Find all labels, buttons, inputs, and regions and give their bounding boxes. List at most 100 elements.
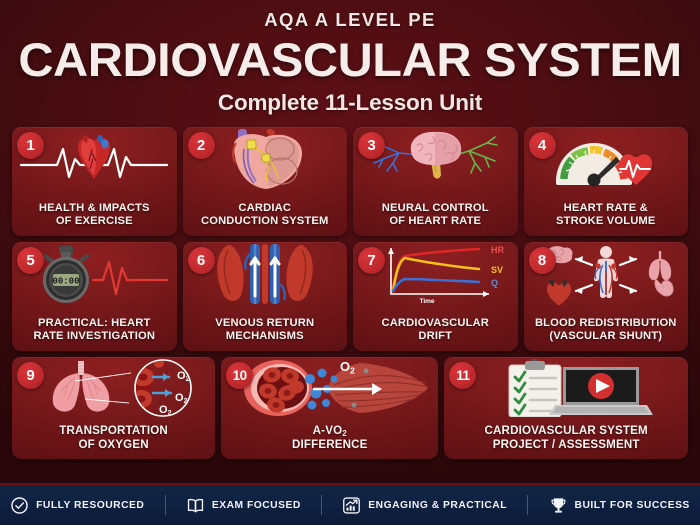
label-line-2: DIFFERENCE	[291, 437, 368, 451]
laptop-icon	[549, 366, 654, 415]
footer-bar: FULLY RESOURCED EXAM FOCUSED	[0, 483, 700, 525]
lesson-card-label: HEART RATE & STROKE VOLUME	[527, 202, 686, 228]
lesson-card-label: CARDIOVASCULAR SYSTEM PROJECT / ASSESSME…	[447, 424, 685, 451]
lesson-row-2: 5 00:00	[12, 241, 689, 351]
lesson-grid: 1	[0, 116, 700, 459]
label-line-2: STROKE VOLUME	[555, 215, 656, 228]
lesson-card-7[interactable]: 7 HR SV Q Time	[353, 241, 518, 351]
label-line-1: VENOUS RETURN	[215, 317, 315, 330]
clipboard-icon	[508, 358, 562, 417]
line-chart-icon: HR SV Q Time	[353, 245, 518, 305]
page-title: CARDIOVASCULAR SYSTEM	[18, 32, 682, 86]
muscle-pump-veins-icon	[183, 243, 348, 305]
lesson-number-badge: 11	[449, 361, 477, 389]
label-line-2: (VASCULAR SHUNT)	[549, 330, 663, 343]
lesson-card-label: PRACTICAL: HEART RATE INVESTIGATION	[15, 317, 174, 343]
label-line-1: CARDIOVASCULAR	[381, 317, 490, 330]
lesson-number-badge: 6	[187, 246, 215, 274]
lesson-card-3[interactable]: 3	[353, 126, 518, 236]
label-line-1: A-VO	[312, 424, 343, 438]
label-line-2: OF HEART RATE	[389, 215, 482, 228]
brain-nerves-icon	[353, 130, 518, 190]
lesson-number-badge: 7	[358, 246, 385, 274]
footer-divider	[321, 495, 323, 515]
label-line-1: BLOOD REDISTRIBUTION	[534, 317, 677, 330]
heart-organ	[546, 279, 571, 305]
lesson-number-badge: 3	[358, 131, 385, 159]
lesson-number-badge: 4	[528, 131, 556, 159]
footer-item-exam-focused[interactable]: EXAM FOCUSED	[186, 496, 301, 515]
lesson-number-badge: 9	[17, 361, 44, 389]
legend-q: Q	[491, 278, 498, 288]
footer-divider	[527, 495, 529, 515]
footer-item-built-for-success[interactable]: BUILT FOR SUCCESS	[549, 496, 690, 515]
label-line-1: TRANSPORTATION	[59, 424, 168, 438]
footer-item-label: ENGAGING & PRACTICAL	[368, 499, 508, 511]
label-line-2: RATE INVESTIGATION	[33, 330, 156, 343]
label-line-2: DRIFT	[418, 330, 453, 343]
lungs-organ	[648, 250, 671, 280]
lesson-card-4[interactable]: 4	[523, 126, 689, 236]
clipboard-laptop-icon	[444, 358, 688, 417]
lesson-card-label: BLOOD REDISTRIBUTION (VASCULAR SHUNT)	[527, 317, 686, 343]
stopwatch-ecg-icon: 00:00	[12, 245, 177, 305]
label-line-2: CONDUCTION SYSTEM	[201, 215, 329, 228]
stopwatch-display: 00:00	[53, 276, 80, 286]
lesson-card-label: VENOUS RETURN MECHANISMS	[186, 317, 345, 343]
footer-item-fully-resourced[interactable]: FULLY RESOURCED	[10, 496, 144, 515]
lesson-card-2[interactable]: 2	[182, 126, 348, 236]
lesson-number-badge: 5	[17, 246, 44, 274]
lungs-oxygen-icon: O2 O2 O2	[12, 358, 215, 417]
body-shunt-icon	[524, 245, 689, 305]
lesson-card-label: NEURAL CONTROL OF HEART RATE	[356, 202, 515, 228]
lesson-card-label: HEALTH & IMPACTS OF EXERCISE	[15, 202, 174, 228]
lesson-card-label: TRANSPORTATION OF OXYGEN	[15, 424, 212, 451]
label-line-2: MECHANISMS	[225, 330, 304, 343]
label-line-1: NEURAL CONTROL	[381, 202, 489, 215]
lesson-row-1: 1	[12, 126, 689, 236]
lesson-card-10[interactable]: 10	[221, 356, 439, 459]
label-line-1: CARDIOVASCULAR SYSTEM	[484, 424, 648, 438]
legend-hr: HR	[491, 245, 504, 255]
label-line-2: OF EXERCISE	[55, 215, 133, 228]
lesson-card-label: CARDIOVASCULAR DRIFT	[356, 317, 515, 343]
footer-divider	[164, 495, 166, 515]
label-line-2: OF OXYGEN	[78, 437, 149, 451]
label-subscript: 2	[342, 429, 347, 439]
lesson-card-8[interactable]: 8	[523, 241, 689, 351]
lesson-card-1[interactable]: 1	[12, 126, 177, 236]
label-line-2: PROJECT / ASSESSMENT	[492, 437, 640, 451]
lesson-card-9[interactable]: 9	[12, 356, 216, 459]
label-line-1: HEART RATE &	[563, 202, 648, 215]
label-line-1: PRACTICAL: HEART	[38, 317, 151, 330]
gauge-heart-icon	[524, 130, 689, 190]
bar-chart-growth-icon	[342, 496, 361, 515]
course-eyebrow: AQA A LEVEL PE	[264, 9, 436, 30]
cardiovascular-drift-chart: HR SV Q Time	[388, 245, 505, 305]
lesson-number-badge: 1	[17, 131, 44, 159]
footer-item-label: FULLY RESOURCED	[36, 499, 145, 511]
lesson-card-5[interactable]: 5 00:00	[12, 241, 177, 351]
trophy-icon	[549, 496, 568, 515]
o2-label: O2	[340, 359, 355, 376]
axis-label-time: Time	[420, 298, 435, 305]
lesson-card-label: A-VO2 DIFFERENCE	[224, 424, 435, 451]
heart-conduction-icon	[183, 128, 348, 190]
label-line-1: CARDIAC	[238, 202, 292, 215]
lesson-card-6[interactable]: 6	[182, 241, 348, 351]
poster-header: AQA A LEVEL PE CARDIOVASCULAR SYSTEM Com…	[0, 0, 700, 116]
check-circle-icon	[10, 496, 29, 515]
svg-text:O2: O2	[159, 404, 172, 417]
lesson-card-label: CARDIAC CONDUCTION SYSTEM	[186, 202, 345, 228]
lesson-card-11[interactable]: 11	[444, 356, 689, 459]
page-subtitle: Complete 11-Lesson Unit	[217, 89, 483, 115]
lesson-number-badge: 8	[528, 246, 556, 274]
footer-item-engaging-practical[interactable]: ENGAGING & PRACTICAL	[342, 496, 507, 515]
lesson-number-badge: 2	[187, 131, 215, 159]
footer-item-label: EXAM FOCUSED	[211, 499, 301, 511]
stomach-organ	[654, 278, 674, 296]
lesson-number-badge: 10	[226, 361, 254, 389]
capillary-muscle-icon: O2	[221, 359, 438, 417]
footer-item-label: BUILT FOR SUCCESS	[574, 499, 690, 511]
